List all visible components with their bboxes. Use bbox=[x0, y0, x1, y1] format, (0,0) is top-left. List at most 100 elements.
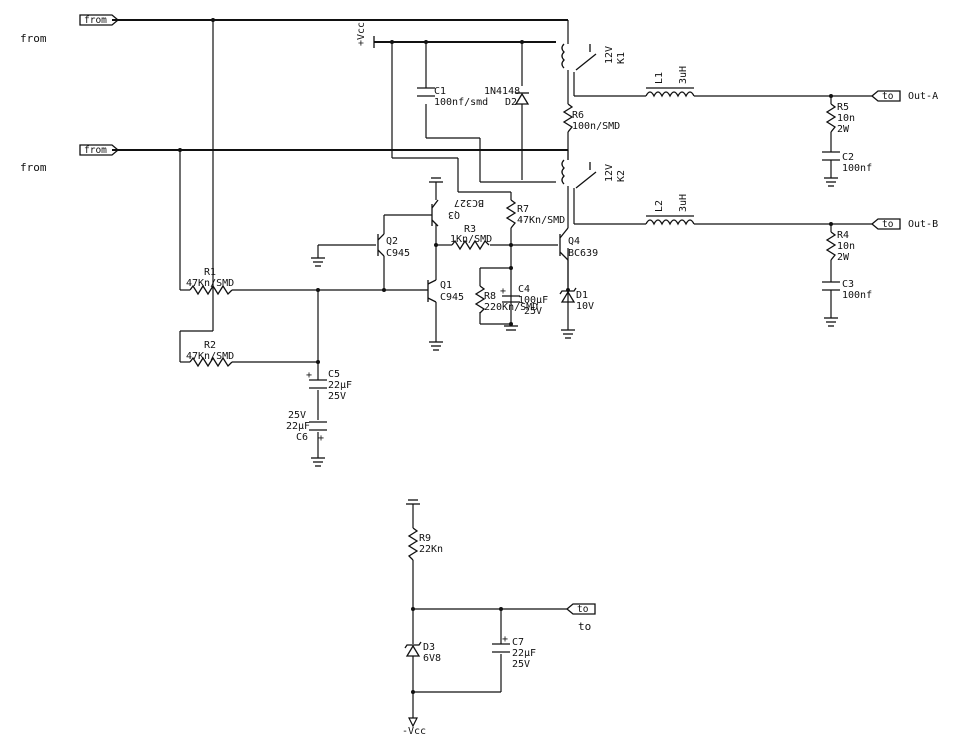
relay-k1-ref: K1 bbox=[616, 52, 627, 64]
transistor-q3-ref: Q3 bbox=[448, 209, 460, 220]
resistor-r2-ref: R2 bbox=[204, 340, 216, 351]
transistor-q1-ref: Q1 bbox=[440, 280, 452, 291]
resistor-r4-ref: R4 bbox=[837, 230, 849, 241]
inductor-l2-value: 3uH bbox=[678, 194, 689, 212]
transistor-q2: Q2 C945 bbox=[377, 233, 410, 259]
flag-from-1-text: from bbox=[84, 15, 107, 26]
diode-d2-ref: D2 bbox=[505, 97, 517, 108]
inductor-l1-ref: L1 bbox=[654, 72, 665, 84]
resistor-r1-value: 47Kn/SMD bbox=[186, 278, 234, 289]
relay-k2-ref: K2 bbox=[616, 170, 627, 182]
transistor-q3-value: BC327 bbox=[454, 197, 484, 208]
zener-d3: D3 6V8 bbox=[404, 641, 441, 664]
resistor-r3: R3 1Kn/SMD bbox=[450, 224, 492, 251]
resistor-r6-value: 100n/SMD bbox=[572, 121, 620, 132]
resistor-r8: R8 220Kn/SMD bbox=[474, 285, 538, 314]
resistor-r2: R2 47Kn/SMD bbox=[186, 340, 234, 368]
resistor-r9-value: 22Kn bbox=[419, 544, 443, 555]
capacitor-c5-voltage: 25V bbox=[328, 391, 346, 402]
capacitor-c6: + 25V 22µF C6 bbox=[286, 410, 327, 444]
resistor-r5: R5 10n 2W bbox=[825, 102, 855, 135]
capacitor-c2-value: 100nf bbox=[842, 163, 872, 174]
flag-from-1: from bbox=[79, 14, 120, 26]
inductor-l2-ref: L2 bbox=[654, 200, 665, 212]
resistor-r6: R6 100n/SMD bbox=[562, 103, 620, 133]
resistor-r6-ref: R6 bbox=[572, 110, 584, 121]
flag-from-2-text: from bbox=[84, 145, 107, 156]
transistor-q2-value: C945 bbox=[386, 248, 410, 259]
flag-to-a-text: to bbox=[882, 91, 894, 102]
relay-k1-value: 12V bbox=[604, 46, 615, 64]
resistor-r3-ref: R3 bbox=[464, 224, 476, 235]
output-label-b: Out-B bbox=[908, 219, 938, 230]
junctions bbox=[178, 18, 833, 694]
flag-to-c-text: to bbox=[577, 604, 589, 615]
capacitor-c4: + C4 100µF 25V bbox=[500, 284, 548, 317]
capacitor-c4-voltage: 25V bbox=[524, 306, 542, 317]
diode-d2: 1N4148 D2 bbox=[484, 86, 530, 108]
transistor-q1: Q1 C945 bbox=[420, 279, 464, 303]
resistor-r8-value: 220Kn/SMD bbox=[484, 302, 538, 313]
flag-to-b: to bbox=[870, 218, 901, 230]
resistor-r3-value: 1Kn/SMD bbox=[450, 234, 492, 245]
relay-k1: K1 12V bbox=[561, 43, 627, 71]
inductor-l1: L1 3uH bbox=[645, 66, 695, 98]
capacitor-c7: + C7 22µF 25V bbox=[492, 634, 536, 670]
capacitor-c1-ref: C1 bbox=[434, 86, 446, 97]
vcc-rail-symbol: +Vcc bbox=[356, 22, 375, 48]
flag-from-2: from bbox=[79, 144, 120, 156]
resistor-r5-power: 2W bbox=[837, 124, 850, 135]
transistor-q2-ref: Q2 bbox=[386, 236, 398, 247]
zener-d1-ref: D1 bbox=[576, 290, 588, 301]
side-label-to-bottom: to bbox=[578, 620, 591, 633]
resistor-r1-ref: R1 bbox=[204, 267, 216, 278]
capacitor-c7-plus: + bbox=[502, 634, 508, 645]
flag-to-a: to bbox=[870, 90, 901, 102]
transistor-q1-value: C945 bbox=[440, 292, 464, 303]
resistor-r2-value: 47Kn/SMD bbox=[186, 351, 234, 362]
capacitor-c3: C3 100nf bbox=[822, 279, 872, 301]
inductor-l1-value: 3uH bbox=[678, 66, 689, 84]
relay-k2-value: 12V bbox=[604, 164, 615, 182]
resistor-r7: R7 47Kn/SMD bbox=[505, 199, 565, 229]
resistor-r4-value: 10n bbox=[837, 241, 855, 252]
transistor-q4-value: BC639 bbox=[568, 248, 598, 259]
flag-to-c: to bbox=[565, 603, 596, 615]
resistor-r5-value: 10n bbox=[837, 113, 855, 124]
output-label-a: Out-A bbox=[908, 91, 938, 102]
capacitor-c7-ref: C7 bbox=[512, 637, 524, 648]
resistor-r5-ref: R5 bbox=[837, 102, 849, 113]
resistor-r7-ref: R7 bbox=[517, 204, 529, 215]
resistor-r9-ref: R9 bbox=[419, 533, 431, 544]
resistor-r9: R9 22Kn bbox=[407, 527, 443, 561]
capacitor-c1-value: 100nf/smd bbox=[434, 97, 488, 108]
capacitor-c1: C1 100nf/smd bbox=[417, 86, 488, 108]
resistor-r8-ref: R8 bbox=[484, 291, 496, 302]
relay-k2: K2 12V bbox=[561, 159, 627, 189]
transistor-q4: Q4 BC639 bbox=[559, 227, 598, 261]
capacitor-c3-value: 100nf bbox=[842, 290, 872, 301]
inductor-l2: L2 3uH bbox=[645, 194, 695, 226]
capacitor-c6-voltage: 25V bbox=[288, 410, 306, 421]
resistor-r4: R4 10n 2W bbox=[825, 230, 855, 263]
transistor-q3: BC327 Q3 bbox=[431, 197, 484, 227]
flag-to-b-text: to bbox=[882, 219, 894, 230]
zener-d1: D1 10V bbox=[559, 287, 594, 312]
capacitor-c7-value: 22µF bbox=[512, 648, 536, 659]
zener-d3-ref: D3 bbox=[423, 642, 435, 653]
ground-symbols bbox=[311, 177, 838, 505]
capacitor-c6-ref: C6 bbox=[296, 432, 308, 443]
capacitor-c4-value: 100µF bbox=[518, 295, 548, 306]
zener-d1-value: 10V bbox=[576, 301, 594, 312]
capacitor-c5-ref: C5 bbox=[328, 369, 340, 380]
wires bbox=[112, 18, 872, 718]
side-label-from-a: from bbox=[20, 32, 47, 45]
vcc-label: +Vcc bbox=[356, 22, 367, 46]
neg-vcc-label: -Vcc bbox=[402, 726, 426, 737]
capacitor-c3-ref: C3 bbox=[842, 279, 854, 290]
resistor-r4-power: 2W bbox=[837, 252, 850, 263]
capacitor-c5-value: 22µF bbox=[328, 380, 352, 391]
resistor-r7-value: 47Kn/SMD bbox=[517, 215, 565, 226]
capacitor-c4-ref: C4 bbox=[518, 284, 530, 295]
